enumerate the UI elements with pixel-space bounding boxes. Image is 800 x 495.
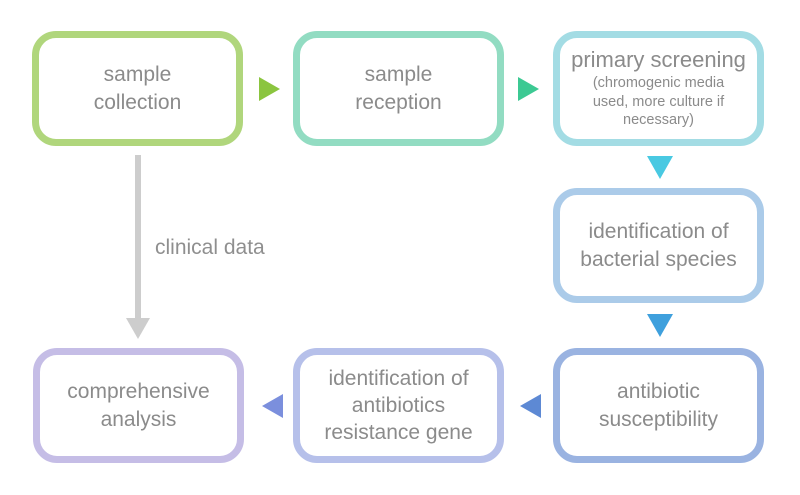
arrow-left-icon bbox=[520, 394, 541, 418]
clinical-data-label: clinical data bbox=[155, 236, 265, 259]
arrow-down-icon bbox=[647, 314, 673, 337]
arrow-down-icon bbox=[647, 156, 673, 179]
node-label: primary screening bbox=[571, 47, 746, 73]
arrow-right-icon bbox=[259, 77, 280, 101]
clinical-data-arrow-down-icon bbox=[126, 318, 150, 339]
node-label: identification of antibiotics resistance… bbox=[324, 366, 473, 445]
node-sample-reception: sample reception bbox=[293, 31, 504, 146]
node-primary-screening: primary screening (chromogenic media use… bbox=[553, 31, 764, 146]
node-antibiotic-susceptibility: antibiotic susceptibility bbox=[553, 348, 764, 463]
arrow-left-icon bbox=[262, 394, 283, 418]
clinical-data-arrow-line bbox=[135, 155, 141, 319]
node-label: identification of bacterial species bbox=[580, 220, 737, 271]
node-sample-collection: sample collection bbox=[32, 31, 243, 146]
arrow-right-icon bbox=[518, 77, 539, 101]
node-label: comprehensive analysis bbox=[67, 380, 210, 431]
node-label: sample collection bbox=[93, 63, 182, 114]
node-sublabel: (chromogenic media used, more culture if… bbox=[592, 75, 725, 128]
node-identification-of-bacterial-species: identification of bacterial species bbox=[553, 188, 764, 303]
node-label: antibiotic susceptibility bbox=[598, 380, 719, 431]
node-label: sample reception bbox=[355, 63, 442, 114]
node-comprehensive-analysis: comprehensive analysis bbox=[33, 348, 244, 463]
node-identification-of-antibiotics-resistance-gene: identification of antibiotics resistance… bbox=[293, 348, 504, 463]
